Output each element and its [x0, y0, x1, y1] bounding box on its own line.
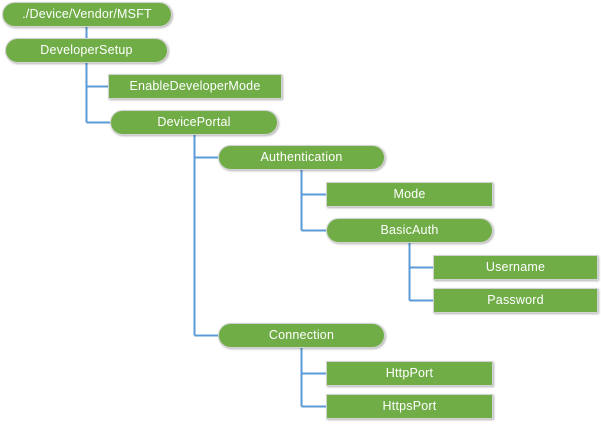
node-basicauth-label: BasicAuth: [380, 223, 439, 238]
node-username-label: Username: [485, 260, 546, 275]
node-deviceportal-label: DevicePortal: [157, 115, 231, 130]
node-username[interactable]: Username: [433, 255, 598, 280]
node-basicauth[interactable]: BasicAuth: [326, 218, 493, 243]
node-httpport-label: HttpPort: [385, 366, 434, 381]
node-developersetup[interactable]: DeveloperSetup: [5, 38, 168, 63]
node-mode-label: Mode: [393, 187, 426, 202]
node-authentication[interactable]: Authentication: [218, 145, 385, 170]
node-connection-label: Connection: [268, 328, 335, 343]
node-enabledevelopermode[interactable]: EnableDeveloperMode: [108, 74, 282, 99]
node-connection[interactable]: Connection: [218, 323, 385, 348]
node-password-label: Password: [487, 293, 544, 308]
node-authentication-label: Authentication: [260, 150, 343, 165]
node-httpsport-label: HttpsPort: [382, 399, 437, 414]
node-password[interactable]: Password: [433, 288, 598, 313]
node-root-label: ./Device/Vendor/MSFT: [22, 7, 152, 22]
node-root[interactable]: ./Device/Vendor/MSFT: [2, 2, 172, 27]
node-deviceportal[interactable]: DevicePortal: [110, 110, 278, 135]
node-httpport[interactable]: HttpPort: [326, 361, 493, 386]
node-httpsport[interactable]: HttpsPort: [326, 394, 493, 419]
node-enabledevelopermode-label: EnableDeveloperMode: [129, 79, 261, 94]
node-developersetup-label: DeveloperSetup: [40, 43, 133, 58]
node-mode[interactable]: Mode: [326, 182, 493, 207]
